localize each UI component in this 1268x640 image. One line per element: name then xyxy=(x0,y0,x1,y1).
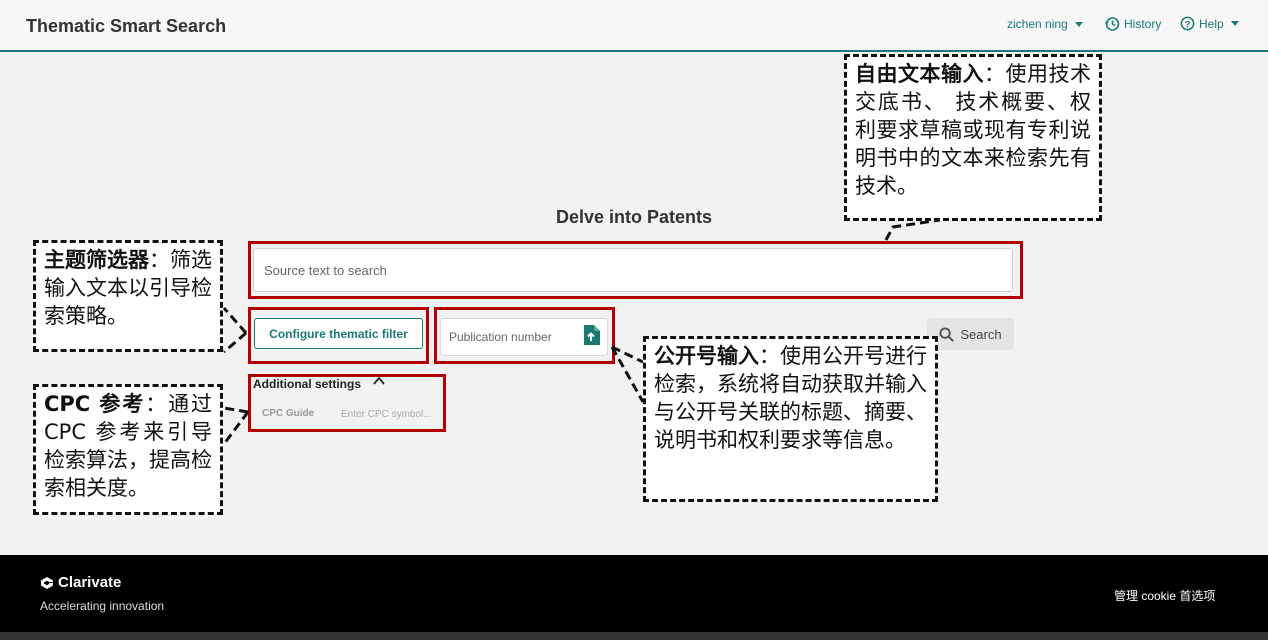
history-link[interactable]: History xyxy=(1104,16,1161,32)
clarivate-logo[interactable]: Clarivate xyxy=(40,574,121,591)
additional-settings-toggle[interactable]: Additional settings xyxy=(253,377,361,391)
cpc-guide-link[interactable]: CPC Guide xyxy=(262,408,315,419)
callout-free-text-body: ：使用技术交底书、 技术概要、权利要求草稿或现有专利说明书中的文本来检索先有技术… xyxy=(855,62,1091,198)
callout-thematic-body: ：筛选输入文本以引导检索策略。 xyxy=(44,248,212,328)
svg-text:?: ? xyxy=(1185,19,1191,29)
configure-thematic-filter-button[interactable]: Configure thematic filter xyxy=(254,318,423,349)
top-header: Thematic Smart Search zichen ning Histor… xyxy=(0,0,1268,52)
caret-down-icon xyxy=(1230,21,1239,26)
callout-free-text: 自由文本输入：使用技术交底书、 技术概要、权利要求草稿或现有专利说明书中的文本来… xyxy=(844,54,1102,221)
history-label: History xyxy=(1124,17,1162,31)
brand-name: Clarivate xyxy=(58,574,122,591)
callout-publication: 公开号输入：使用公开号进行检索，系统将自动获取并输入与公开号关联的标题、摘要、说… xyxy=(643,336,938,502)
source-text-input[interactable] xyxy=(253,248,1013,292)
callout-publication-body: ：使用公开号进行检索，系统将自动获取并输入与公开号关联的标题、摘要、说明书和权利… xyxy=(654,344,927,452)
clarivate-logo-icon xyxy=(41,576,53,589)
help-icon: ? xyxy=(1180,16,1195,31)
cpc-symbol-input[interactable] xyxy=(337,403,451,425)
chevron-up-icon[interactable] xyxy=(373,376,385,386)
file-upload-icon[interactable] xyxy=(582,325,600,345)
help-label: Help xyxy=(1199,16,1224,31)
publication-number-input[interactable] xyxy=(440,318,608,356)
user-name: zichen ning xyxy=(1007,17,1068,31)
callout-thematic: 主题筛选器：筛选输入文本以引导检索策略。 xyxy=(33,240,223,352)
page-footer: Clarivate Accelerating innovation 管理 coo… xyxy=(0,555,1268,640)
help-menu[interactable]: ? Help xyxy=(1180,16,1239,31)
cookie-preferences-link[interactable]: 管理 cookie 首选项 xyxy=(1114,589,1216,603)
caret-down-icon xyxy=(1074,21,1083,27)
highlight-search-box xyxy=(248,241,1023,299)
highlight-thematic-box xyxy=(248,307,429,364)
highlight-publication-box xyxy=(434,307,615,364)
search-button[interactable]: Search xyxy=(927,318,1014,350)
callout-publication-title: 公开号输入 xyxy=(654,344,759,368)
app-title: Thematic Smart Search xyxy=(26,16,227,36)
footer-bottom-strip xyxy=(0,632,1268,640)
user-menu[interactable]: zichen ning xyxy=(1007,17,1083,31)
callout-cpc-title: CPC 参考 xyxy=(44,392,146,416)
search-icon xyxy=(939,326,955,342)
callout-thematic-title: 主题筛选器 xyxy=(44,248,149,272)
callout-cpc: CPC 参考：通过 CPC 参考来引导检索算法，提高检索相关度。 xyxy=(33,384,223,515)
search-label: Search xyxy=(960,326,1002,342)
page-title: Delve into Patents xyxy=(555,207,713,227)
callout-free-text-title: 自由文本输入 xyxy=(855,62,984,86)
brand-tagline: Accelerating innovation xyxy=(40,599,165,613)
callout-cpc-body: ：通过 CPC 参考来引导检索算法，提高检索相关度。 xyxy=(44,392,213,500)
history-icon xyxy=(1105,17,1120,31)
